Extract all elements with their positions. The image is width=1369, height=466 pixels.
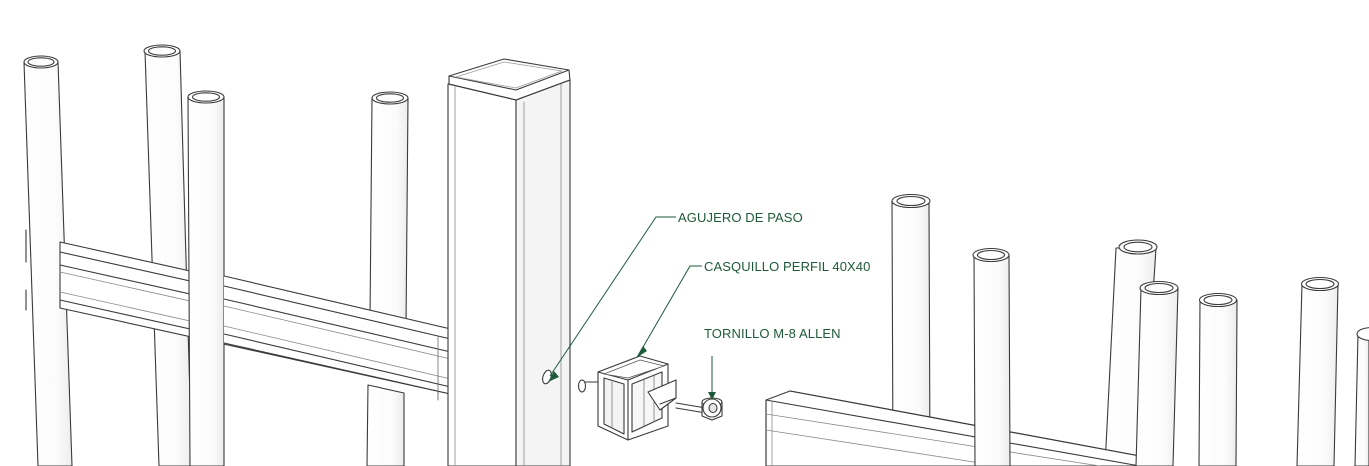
vertical-tube [1354, 327, 1369, 466]
vertical-tube [891, 193, 931, 466]
allen-bolt [701, 397, 723, 421]
callout-casquillo-perfil: CASQUILLO PERFIL 40X40 [704, 259, 871, 274]
right-fence-section [765, 193, 1369, 466]
vertical-tube [366, 91, 409, 466]
leader-casquillo [638, 265, 702, 355]
left-fence-section [23, 44, 456, 466]
leader-agujero [549, 216, 676, 377]
vertical-tube [187, 90, 225, 466]
vertical-tube [143, 44, 193, 466]
horizontal-rail [765, 390, 1141, 466]
vertical-tube [1198, 292, 1238, 466]
callout-leaders [548, 216, 716, 400]
callout-agujero-de-paso: AGUJERO DE PASO [678, 210, 803, 225]
vertical-tube [1135, 280, 1179, 466]
vertical-tube [972, 247, 1011, 466]
vertical-tube [1296, 276, 1340, 466]
square-post [447, 58, 571, 466]
vertical-tube [23, 55, 73, 466]
callout-tornillo-allen: TORNILLO M-8 ALLEN [704, 326, 841, 341]
profile-sleeve [577, 355, 707, 441]
